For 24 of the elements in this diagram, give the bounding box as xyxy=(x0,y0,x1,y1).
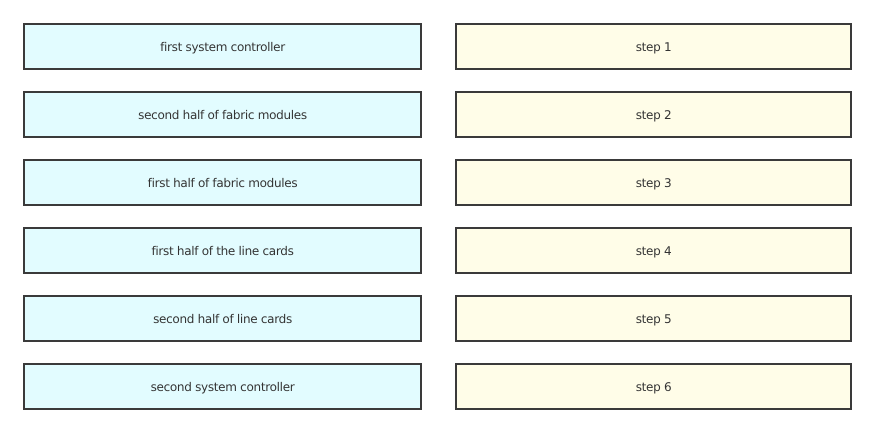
box-label: step 3 xyxy=(636,174,672,192)
step-slot-box xyxy=(455,295,852,342)
step-slot-box xyxy=(455,159,852,206)
step-slot-box xyxy=(455,363,852,410)
answer-option-box xyxy=(23,363,422,410)
answer-option-box xyxy=(23,159,422,206)
box-label: step 5 xyxy=(636,310,672,328)
step-slot-box xyxy=(455,23,852,70)
answer-option-box xyxy=(23,227,422,274)
box-label: step 2 xyxy=(636,106,672,124)
box-label: first system controller xyxy=(160,38,285,56)
box-label: step 6 xyxy=(636,378,672,396)
box-label: step 4 xyxy=(636,242,672,260)
box-label: first half of fabric modules xyxy=(148,174,298,192)
answer-option-box xyxy=(23,23,422,70)
answer-option-box xyxy=(23,91,422,138)
step-slot-box xyxy=(455,91,852,138)
answer-option-box xyxy=(23,295,422,342)
box-label: second system controller xyxy=(150,378,294,396)
box-label: first half of the line cards xyxy=(151,242,294,260)
step-slot-box xyxy=(455,227,852,274)
box-label: second half of fabric modules xyxy=(138,106,307,124)
box-label: step 1 xyxy=(636,38,672,56)
box-label: second half of line cards xyxy=(153,310,292,328)
